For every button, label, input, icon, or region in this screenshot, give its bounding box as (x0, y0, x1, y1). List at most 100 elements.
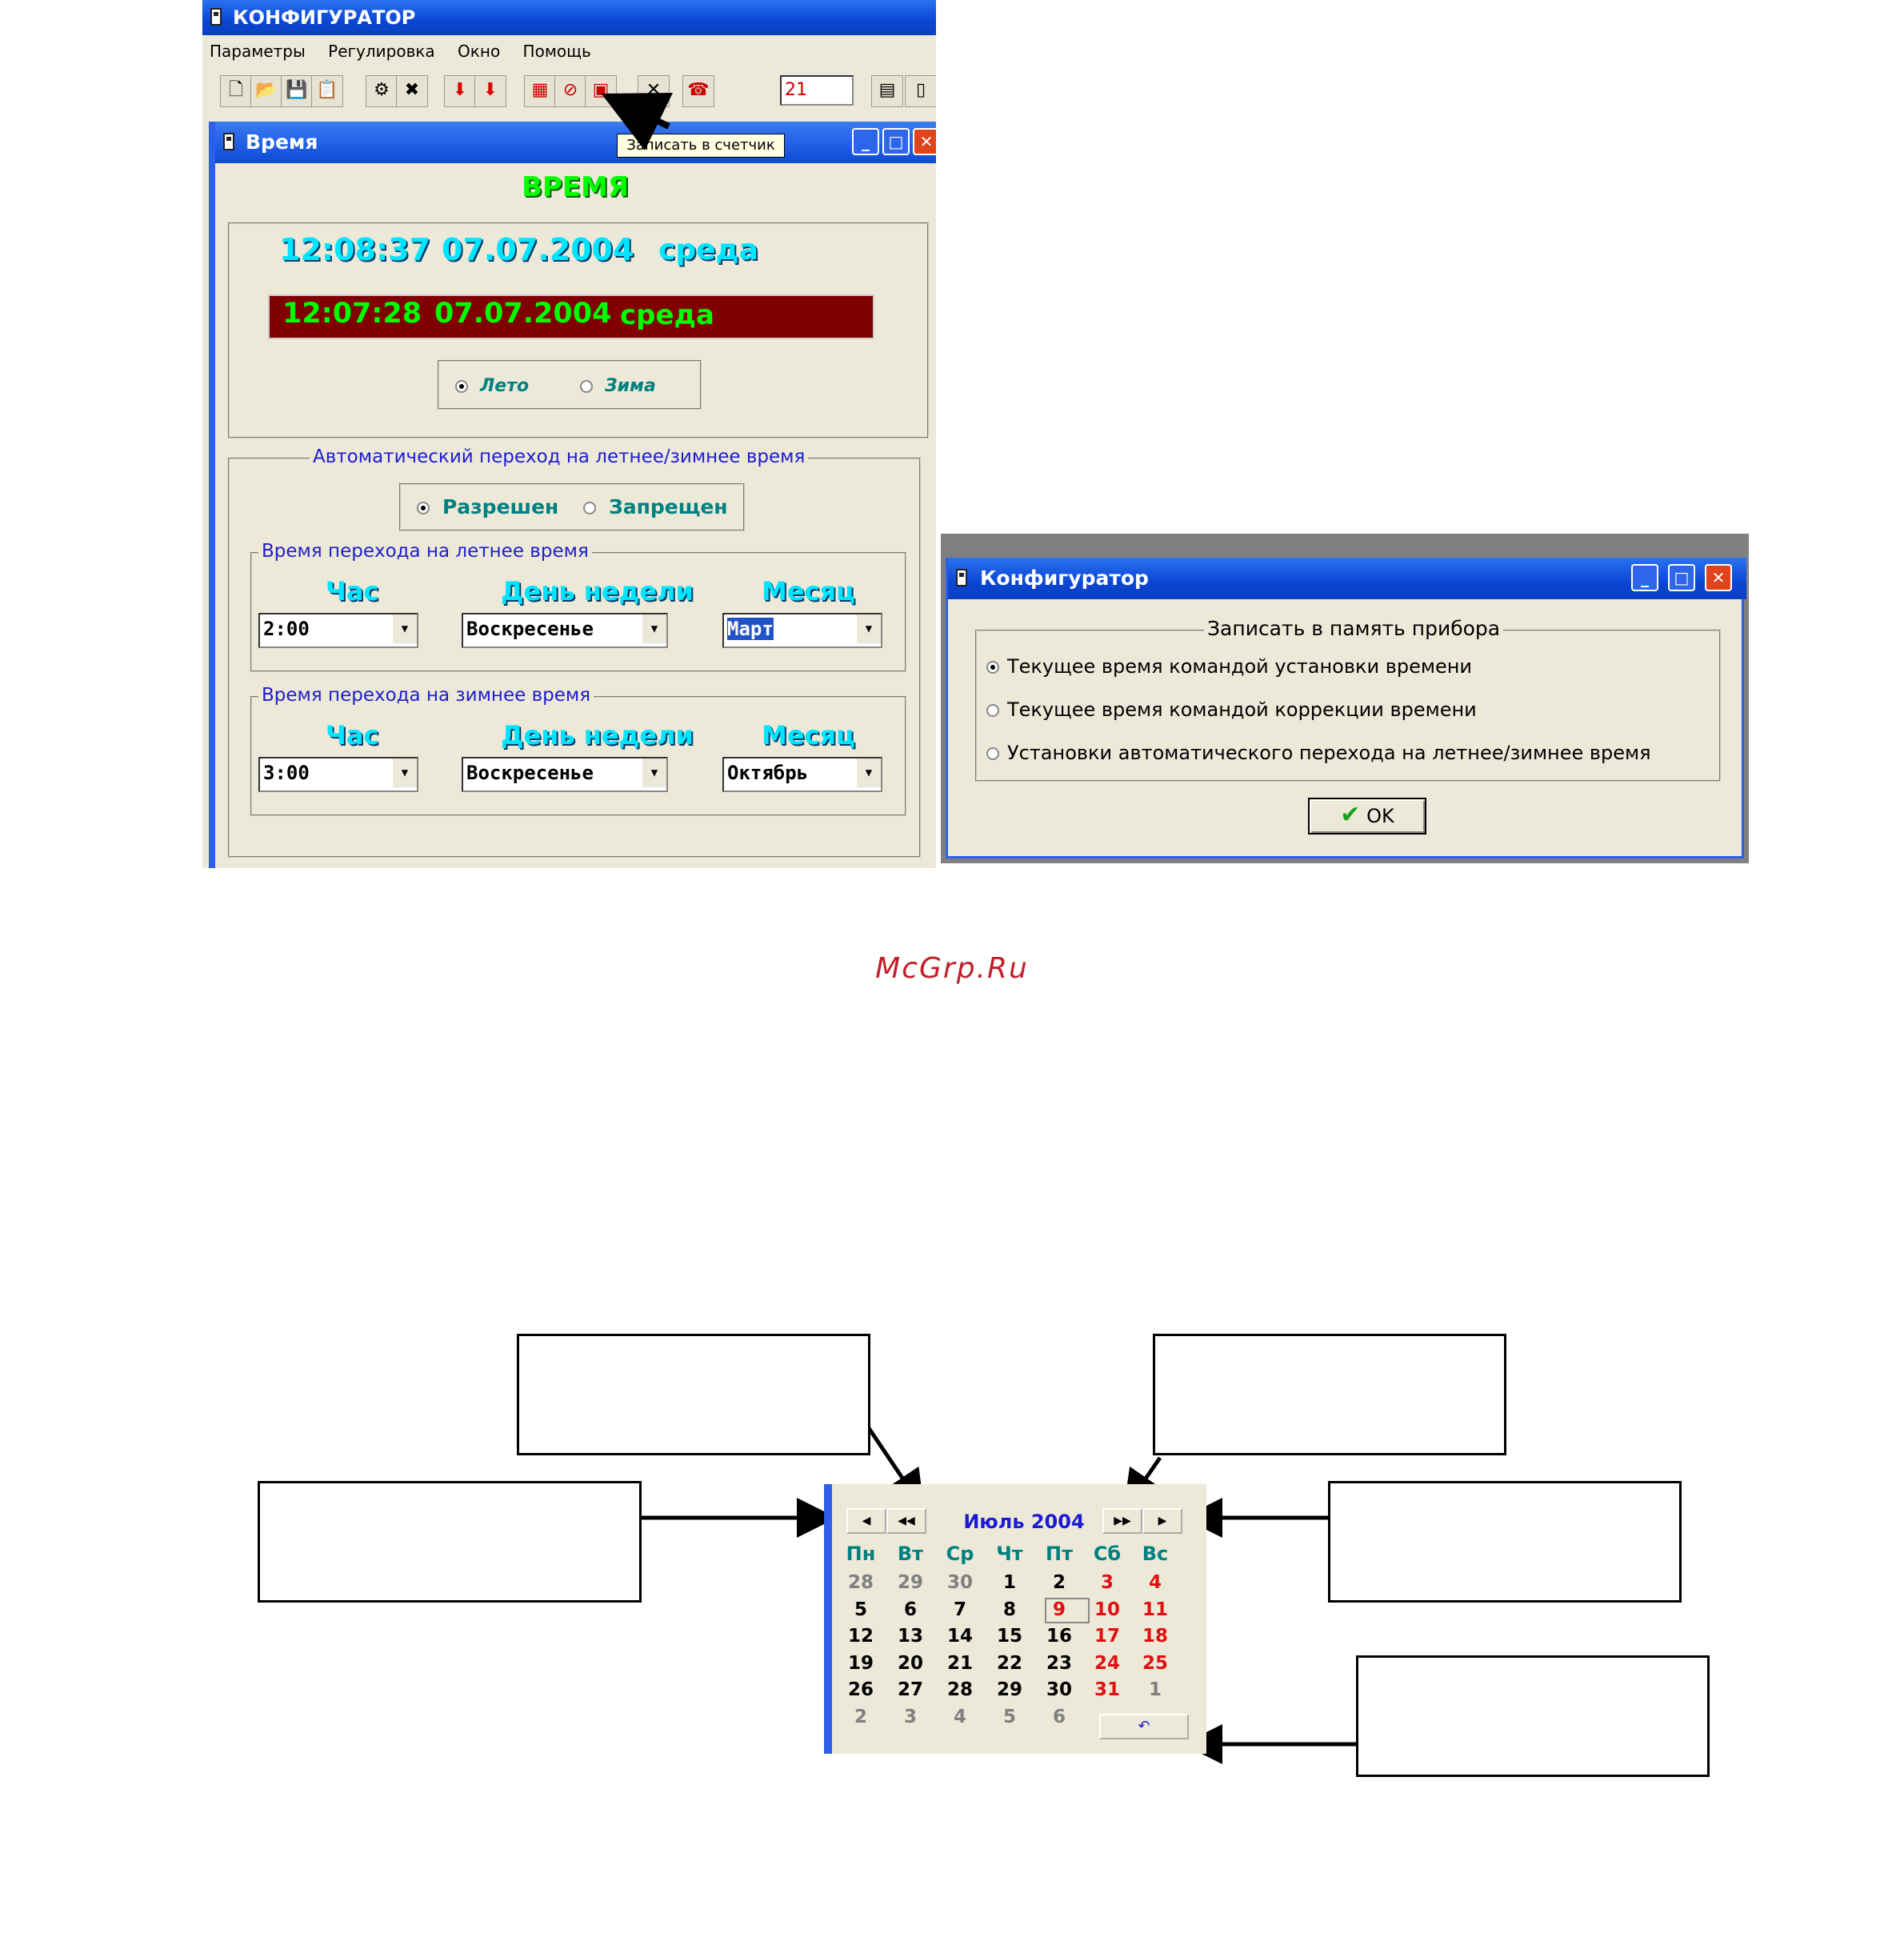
prev-year-button[interactable]: ◀◀ (886, 1508, 926, 1534)
calendar-day[interactable]: 10 (1094, 1599, 1120, 1620)
save-icon[interactable]: 💾 (281, 75, 313, 107)
calendar-day[interactable]: 5 (854, 1599, 867, 1620)
menu-regulation[interactable]: Регулировка (328, 42, 435, 61)
write-down-icon[interactable]: ⬇ (474, 75, 506, 107)
calendar-day[interactable]: 22 (996, 1652, 1022, 1674)
calendar-day[interactable]: 6 (903, 1599, 917, 1620)
calendar-day[interactable]: 30 (946, 1572, 973, 1593)
chevron-down-icon[interactable]: ▼ (391, 758, 417, 787)
winter-radio[interactable] (580, 380, 593, 393)
ok-button[interactable]: ✔ OK (1308, 798, 1426, 834)
chevron-down-icon[interactable]: ▼ (641, 614, 666, 643)
winter-hour-select[interactable]: 3:00▼ (258, 757, 418, 792)
calendar-day[interactable]: 28 (946, 1679, 973, 1700)
calendar-day[interactable]: 4 (953, 1706, 966, 1727)
calendar-day[interactable]: 7 (953, 1599, 966, 1620)
calendar-day[interactable]: 9 (1052, 1599, 1066, 1620)
read-down-icon[interactable]: ⬇ (444, 75, 476, 107)
device-icon[interactable]: ▯ (905, 75, 936, 107)
summer-hour-select[interactable]: 2:00▼ (258, 613, 418, 648)
calendar-day[interactable]: 14 (946, 1626, 973, 1647)
option-radio[interactable] (986, 747, 999, 760)
device-list-icon[interactable]: ▤ (871, 75, 903, 107)
calendar-day[interactable]: 17 (1094, 1626, 1120, 1647)
calendar-day[interactable]: 29 (996, 1679, 1022, 1700)
summer-weekday-select[interactable]: Воскресенье▼ (462, 613, 668, 648)
calendar-day[interactable]: 11 (1142, 1599, 1168, 1620)
auto-enabled-option[interactable]: Разрешен (417, 495, 558, 518)
enabled-radio[interactable] (417, 502, 430, 514)
dialog-title-bar[interactable]: Конфигуратор _ □ ✕ (948, 558, 1746, 599)
calendar-day[interactable]: 15 (996, 1626, 1022, 1647)
next-month-button[interactable]: ▶ (1142, 1508, 1182, 1534)
dialog-option-correct[interactable]: Текущее время командой коррекции времени (986, 698, 1477, 721)
winter-month-select[interactable]: Октябрь▼ (722, 757, 882, 792)
main-title-bar[interactable]: КОНФИГУРАТОР (202, 0, 936, 35)
open-folder-icon[interactable]: 📂 (250, 75, 282, 107)
calendar-day[interactable]: 21 (946, 1652, 973, 1674)
close-icon[interactable]: ✕ (913, 128, 936, 155)
calendar-day[interactable]: 2 (854, 1706, 867, 1727)
chevron-down-icon[interactable]: ▼ (391, 614, 417, 643)
calendar-day[interactable]: 30 (1046, 1679, 1072, 1700)
chevron-down-icon[interactable]: ▼ (855, 614, 881, 643)
calendar-day[interactable]: 4 (1148, 1572, 1162, 1593)
calendar-day[interactable]: 24 (1094, 1652, 1120, 1674)
option-radio[interactable] (986, 661, 999, 674)
next-year-button[interactable]: ▶▶ (1102, 1508, 1142, 1534)
read-meter-icon[interactable]: ▦ (524, 75, 556, 107)
calendar-day[interactable]: 6 (1052, 1706, 1066, 1727)
time-window-title-bar[interactable]: Время _ □ ✕ (215, 122, 936, 163)
option-radio[interactable] (986, 704, 999, 717)
counter-field[interactable]: 21 (780, 75, 854, 106)
maximize-icon[interactable]: □ (882, 128, 910, 155)
season-winter-option[interactable]: Зима (580, 376, 656, 396)
minimize-icon[interactable]: _ (1631, 564, 1658, 591)
calendar-day[interactable]: 23 (1046, 1652, 1072, 1674)
minimize-icon[interactable]: _ (852, 128, 879, 155)
calendar-day[interactable]: 18 (1142, 1626, 1168, 1647)
auto-disabled-option[interactable]: Запрещен (583, 495, 728, 518)
write-meter-icon[interactable]: ▣ (585, 75, 617, 107)
calendar-day[interactable]: 29 (897, 1572, 923, 1593)
menu-help[interactable]: Помощь (522, 42, 591, 61)
calendar-day[interactable]: 13 (897, 1626, 923, 1647)
summer-radio[interactable] (455, 380, 468, 393)
new-file-icon[interactable]: 🗋 (220, 75, 252, 107)
disabled-radio[interactable] (583, 502, 596, 514)
calendar-day[interactable]: 3 (903, 1706, 917, 1727)
calendar-day[interactable]: 25 (1142, 1652, 1168, 1674)
prev-month-button[interactable]: ◀ (846, 1508, 886, 1534)
dialog-option-set[interactable]: Текущее время командой установки времени (986, 655, 1472, 678)
dialog-option-auto[interactable]: Установки автоматического перехода на ле… (986, 742, 1651, 764)
calendar-day[interactable]: 12 (847, 1626, 874, 1647)
calendar-day[interactable]: 16 (1046, 1626, 1072, 1647)
chevron-down-icon[interactable]: ▼ (641, 758, 666, 787)
calendar-day[interactable]: 19 (847, 1652, 874, 1674)
chevron-down-icon[interactable]: ▼ (855, 758, 881, 787)
calendar-day[interactable]: 5 (1002, 1706, 1016, 1727)
calendar-day[interactable]: 20 (897, 1652, 923, 1674)
phone-icon[interactable]: ☎ (682, 75, 714, 107)
stop-icon[interactable]: ⊘ (554, 75, 586, 107)
disconnect-icon[interactable]: ✖ (396, 75, 428, 107)
summer-month-select[interactable]: Март▼ (722, 613, 882, 648)
calendar-day[interactable]: 1 (1002, 1572, 1016, 1593)
menu-parameters[interactable]: Параметры (210, 42, 306, 61)
menu-window[interactable]: Окно (458, 42, 501, 61)
calendar-day[interactable]: 1 (1148, 1679, 1162, 1700)
close-icon[interactable]: ✕ (1705, 564, 1732, 591)
connect-icon[interactable]: ⚙ (366, 75, 398, 107)
return-today-button[interactable]: ↶ (1099, 1714, 1189, 1739)
calendar-day[interactable]: 27 (897, 1679, 923, 1700)
properties-icon[interactable]: 📋 (311, 75, 343, 107)
season-summer-option[interactable]: Лето (455, 376, 529, 396)
maximize-icon[interactable]: □ (1668, 564, 1695, 591)
calendar-day[interactable]: 28 (847, 1572, 874, 1593)
calendar-day[interactable]: 3 (1100, 1572, 1114, 1593)
calendar-day[interactable]: 2 (1052, 1572, 1066, 1593)
calendar-day[interactable]: 31 (1094, 1679, 1120, 1700)
calendar-day[interactable]: 26 (847, 1679, 874, 1700)
winter-weekday-select[interactable]: Воскресенье▼ (462, 757, 668, 792)
calendar-day[interactable]: 8 (1002, 1599, 1016, 1620)
